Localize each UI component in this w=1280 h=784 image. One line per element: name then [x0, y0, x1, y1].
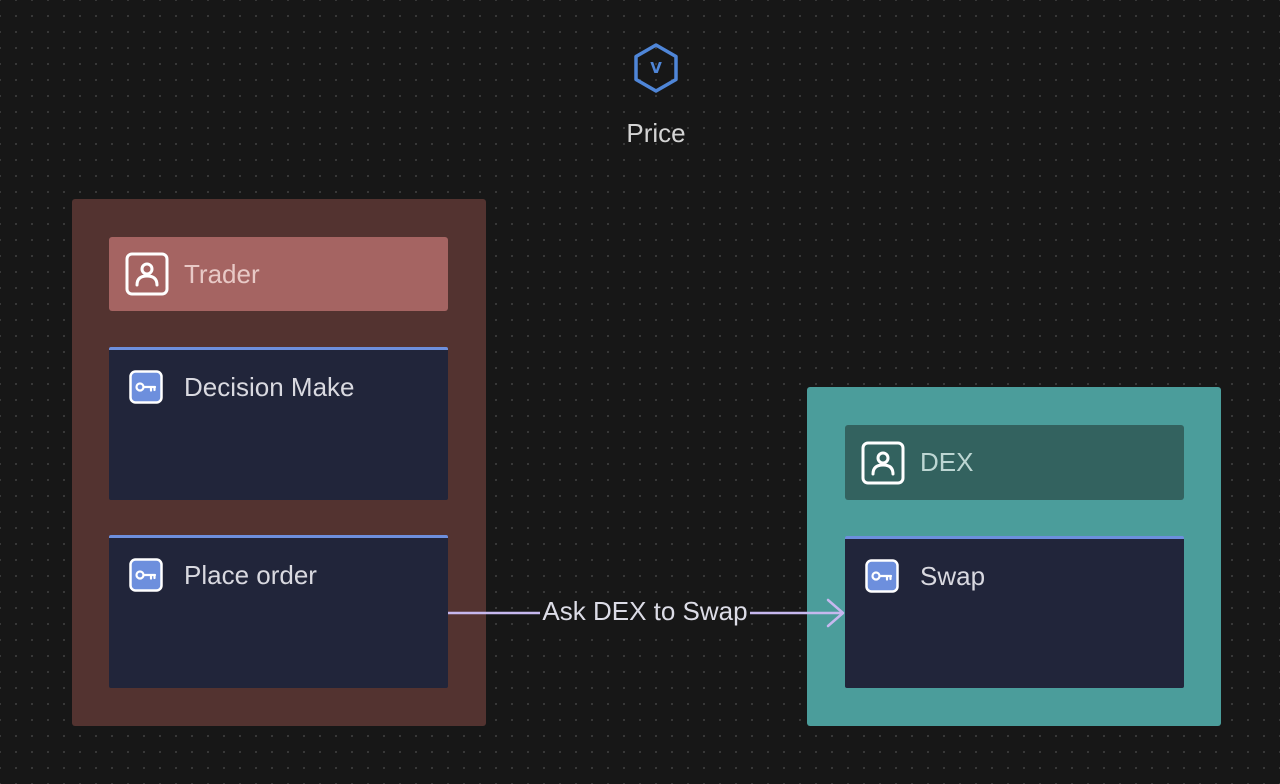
price-label: Price [626, 118, 686, 148]
edge-label: Ask DEX to Swap [540, 596, 750, 627]
step-label: Swap [920, 561, 986, 591]
hexagon-v-icon: V [632, 42, 680, 94]
dex-title: DEX [920, 447, 974, 477]
key-card-icon [865, 559, 899, 593]
user-badge-icon [861, 441, 905, 485]
trader-title: Trader [184, 258, 260, 289]
step-card-swap[interactable]: Swap [845, 536, 1184, 688]
dex-header[interactable]: DEX [845, 425, 1184, 500]
trader-header[interactable]: Trader [109, 237, 448, 311]
arrow-head-icon [826, 598, 845, 628]
step-label: Place order [184, 560, 317, 590]
key-card-icon [129, 370, 163, 404]
step-card-place-order[interactable]: Place order [109, 535, 448, 688]
step-card-decision-make[interactable]: Decision Make [109, 347, 448, 500]
user-badge-icon [125, 252, 169, 296]
price-icon-letter: V [650, 59, 662, 77]
key-card-icon [129, 558, 163, 592]
step-label: Decision Make [184, 372, 355, 402]
